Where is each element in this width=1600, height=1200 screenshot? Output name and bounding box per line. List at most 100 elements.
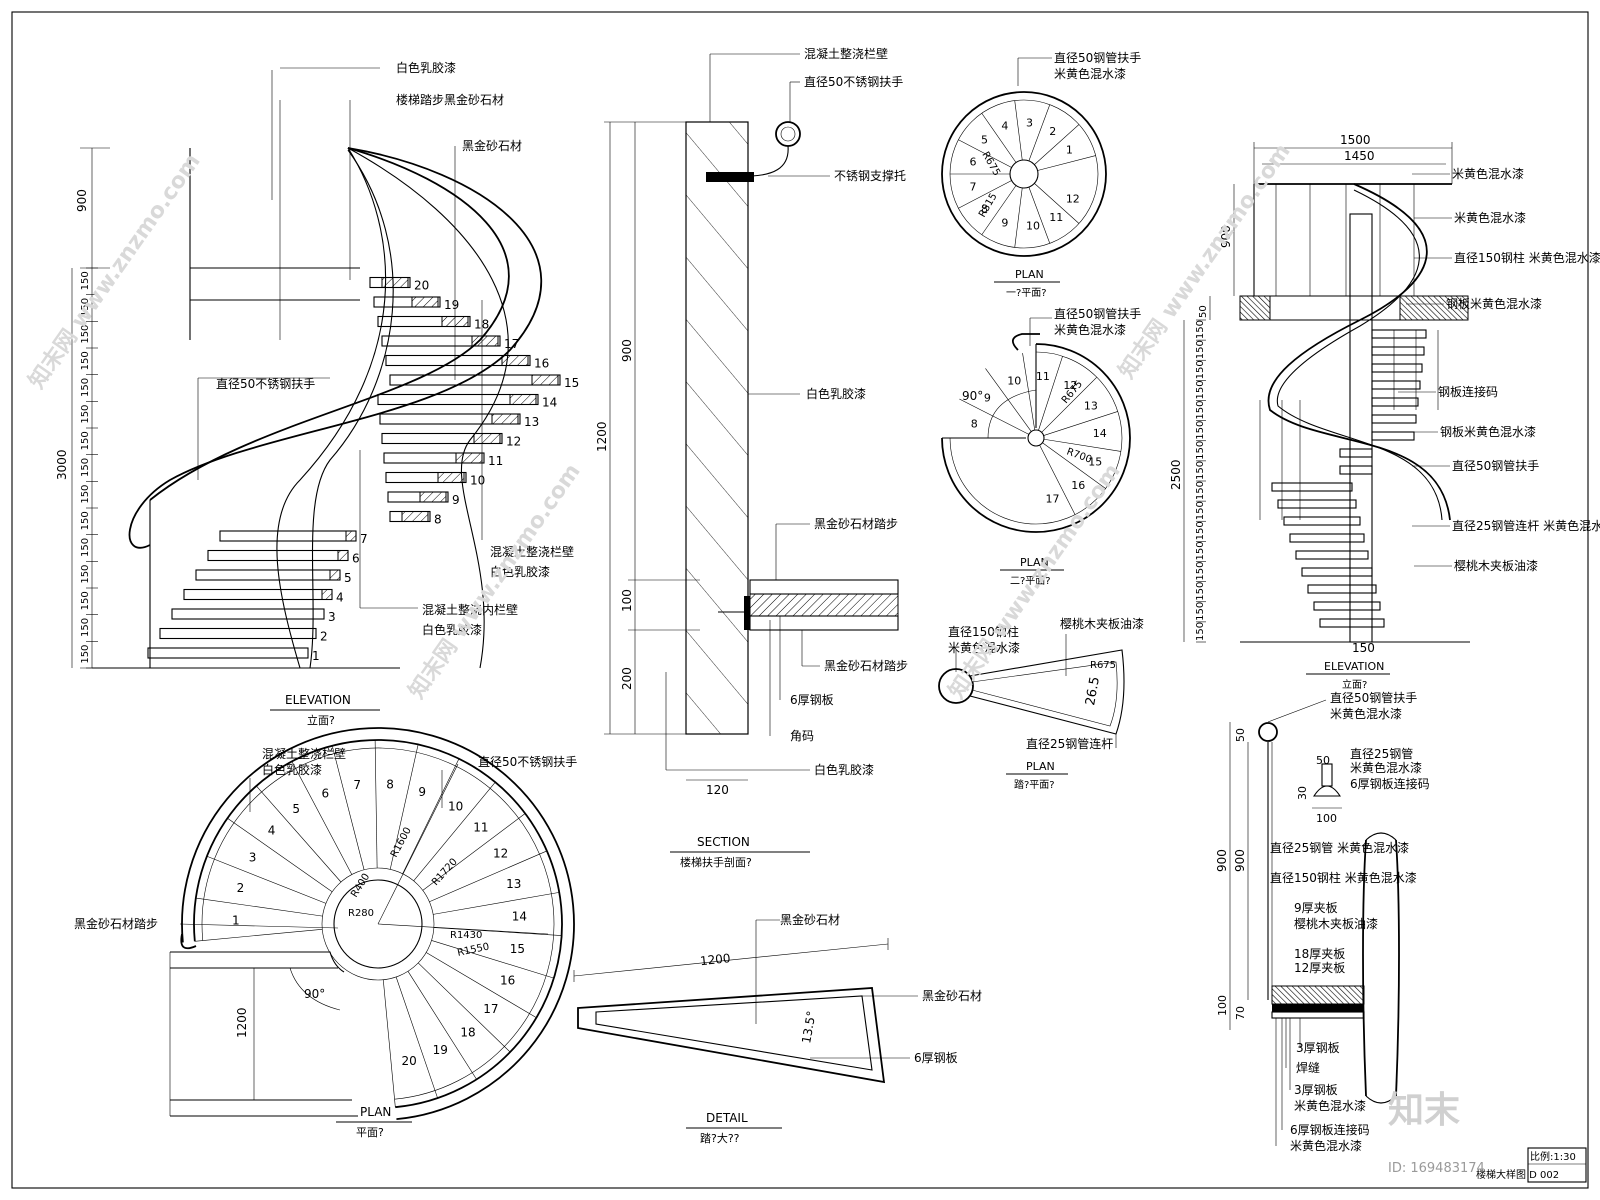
dim-150: 150	[80, 351, 91, 370]
s2-dim-100-b: 100	[1216, 995, 1229, 1016]
s2-note: 3厚钢板	[1294, 1083, 1338, 1097]
dim-150: 150	[80, 458, 91, 477]
sec-dim-100: 100	[620, 589, 634, 612]
plan-step-number: 12	[493, 847, 508, 861]
watermark-logo: 知末	[1388, 1090, 1460, 1131]
plan2-step-number: 14	[1093, 427, 1107, 440]
e2-dim-150-tick: 150	[1195, 380, 1206, 399]
note-concrete-wall: 混凝土整浇栏壁	[490, 544, 574, 559]
e2-note: 钢板米黄色混水漆	[1440, 425, 1536, 439]
sec-dim-1200: 1200	[595, 421, 609, 452]
detail-note-stone-2: 黑金砂石材	[922, 988, 982, 1003]
plan3-subtitle: 踏?平面?	[1014, 778, 1055, 791]
step	[171, 608, 325, 620]
step-number: 5	[344, 571, 352, 585]
plan2-note-paint: 米黄色混水漆	[1054, 323, 1126, 337]
plan-step-number: 17	[483, 1002, 498, 1016]
plan3-radius: R675	[1090, 660, 1116, 671]
sec-dim-900: 900	[620, 339, 634, 362]
step-number: 1	[312, 649, 320, 663]
s2-note: 米黄色混水漆	[1294, 1099, 1366, 1113]
dim-150: 150	[80, 405, 91, 424]
detail-note-plate: 6厚钢板	[914, 1051, 958, 1065]
plan-radius: R1720	[430, 857, 460, 888]
plan-note-paint: 白色乳胶漆	[262, 762, 322, 777]
s2-note: 6厚钢板连接码	[1350, 776, 1430, 791]
plan-step-number: 20	[401, 1054, 416, 1068]
note-black-stone: 黑金砂石材	[462, 138, 522, 153]
plan-note-handrail: 直径50不锈钢扶手	[478, 754, 577, 769]
note-white-paint-3: 白色乳胶漆	[422, 622, 482, 637]
dim-150: 150	[80, 565, 91, 584]
tread	[1371, 431, 1415, 441]
dim-150: 150	[80, 618, 91, 637]
e2-dim-150-tick: 150	[1195, 521, 1206, 540]
step-number: 13	[524, 415, 539, 429]
plan3-note-column: 直径150钢柱	[948, 624, 1019, 639]
e2-dim-150-tick: 150	[1195, 400, 1206, 419]
step	[207, 549, 349, 562]
step	[219, 530, 357, 542]
plan3-title: PLAN	[1026, 760, 1055, 773]
dim-150: 150	[80, 431, 91, 450]
plan2-note-handrail: 直径50钢管扶手	[1054, 306, 1141, 321]
elevation-left: 900 3000 1501501501501501501501501501501…	[55, 60, 579, 727]
plan1-step-number: 12	[1066, 193, 1080, 206]
s2-dim-100: 100	[1316, 812, 1337, 825]
s2-dim-30: 30	[1296, 786, 1309, 800]
note-inner-wall: 混凝土整浇内栏壁	[422, 602, 518, 617]
step-number: 16	[534, 357, 549, 371]
s2-note: 米黄色混水漆	[1290, 1139, 1362, 1153]
plan2-subtitle: 二?平面?	[1010, 576, 1051, 587]
s2-note: 18厚夹板	[1294, 947, 1345, 961]
plan-step-number: 15	[510, 942, 525, 956]
plan-step-number: 2	[237, 881, 245, 895]
sec-dim-200: 200	[620, 667, 634, 690]
plan-step-number: 14	[512, 909, 527, 923]
step-number: 11	[488, 454, 503, 468]
step	[387, 491, 449, 503]
e2-dim-150-tick: 150	[1195, 461, 1206, 480]
step	[377, 393, 539, 406]
sheet-border	[11, 11, 1589, 1189]
plan-radius: R1550	[456, 941, 490, 958]
tread	[1283, 516, 1361, 526]
s2-note: 直径25钢管	[1350, 746, 1413, 761]
tread	[1307, 584, 1377, 594]
s2-note: 米黄色混水漆	[1330, 707, 1402, 721]
plan1-note-handrail: 直径50钢管扶手	[1054, 50, 1141, 65]
plan-step-number: 4	[268, 824, 276, 838]
e2-note: 钢板连接码	[1438, 384, 1498, 399]
detail-note-stone: 黑金砂石材	[780, 912, 840, 927]
s2-dim-900-b: 900	[1233, 849, 1247, 872]
step-number: 7	[360, 532, 368, 546]
detail-dim-1200: 1200	[699, 951, 731, 968]
tread	[1295, 550, 1369, 560]
tread	[1371, 363, 1423, 373]
dim-900: 900	[75, 189, 89, 212]
s2-note: 3厚钢板	[1296, 1041, 1340, 1055]
step	[159, 627, 317, 640]
plan-radius: R1430	[450, 930, 482, 941]
watermark-text: 知末网 www.znzmo.com	[24, 149, 206, 394]
dim-150: 150	[80, 325, 91, 344]
dim-150: 150	[80, 378, 91, 397]
plan3-note-veneer: 樱桃木夹板油漆	[1060, 616, 1144, 631]
plan1-step-number: 7	[970, 180, 977, 193]
s2-note: 直径150钢柱 米黄色混水漆	[1270, 870, 1417, 885]
step	[195, 569, 341, 581]
plan-note-wall: 混凝土整浇栏壁	[262, 746, 346, 761]
sec-note-wall: 混凝土整浇栏壁	[804, 46, 888, 61]
plan2-title: PLAN	[1020, 556, 1049, 569]
e2-dim-150-tick: 150	[1195, 481, 1206, 500]
e2-dim-150-tick: 150	[1195, 561, 1206, 580]
step	[381, 335, 501, 347]
plan-step-number: 1	[232, 914, 240, 928]
elevation-right: 1500 1450 900 50 2500 150150150150150150…	[1169, 133, 1600, 691]
title-block	[1527, 1147, 1587, 1183]
sec-note-bracket: 不锈钢支撑托	[834, 168, 906, 183]
step-number: 10	[470, 474, 485, 488]
s2-dim-900: 900	[1215, 849, 1229, 872]
s2-dim-70: 70	[1234, 1006, 1247, 1020]
